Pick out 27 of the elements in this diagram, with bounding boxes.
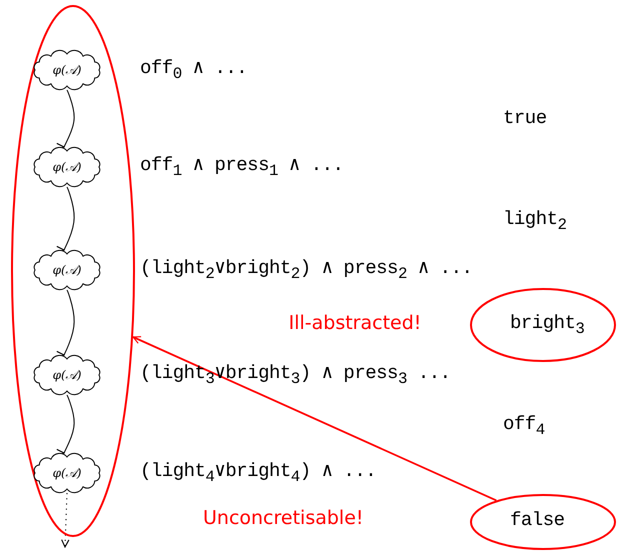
state-label: false [510,509,565,531]
formula-text: off$_{1}$ ∧ press$_{1}$ ∧ ... [140,153,344,180]
formula-text: (light$_{3}$∨bright$_{3}$) ∧ press$_{3}$ ... [140,361,451,388]
cloud-label: φ(𝒜) [52,466,82,480]
ellipse-outline [11,5,135,537]
cloud-label: φ(𝒜) [52,63,82,77]
formula-text: off$_{0}$ ∧ ... [140,56,248,83]
cloud-shape [31,147,103,187]
cloud-shape [31,250,103,290]
cloud-shape [31,453,103,493]
cloud-label: φ(𝒜) [52,160,82,174]
ellipse-outline [470,288,616,362]
state-label: off$_{4}$ [503,413,545,439]
annotation-text: Unconcretisable! [203,507,363,529]
dotted-arrow [61,492,70,548]
cloud-label: φ(𝒜) [52,368,82,382]
annotation-text: Ill-abstracted! [288,312,422,334]
formula-text: (light$_{2}$∨bright$_{2}$) ∧ press$_{2}$ ∧ ... [140,256,472,283]
formula-text: (light$_{4}$∨bright$_{4}$) ∧ ... [140,459,376,486]
state-label: bright$_{3}$ [510,312,584,338]
state-label: light$_{2}$ [503,208,567,234]
ellipse-outline [470,494,616,550]
cloud-label: φ(𝒜) [52,263,82,277]
state-label: true [503,107,547,129]
arrow [132,336,497,502]
cloud-shape [31,355,103,395]
cloud-shape [31,50,103,90]
